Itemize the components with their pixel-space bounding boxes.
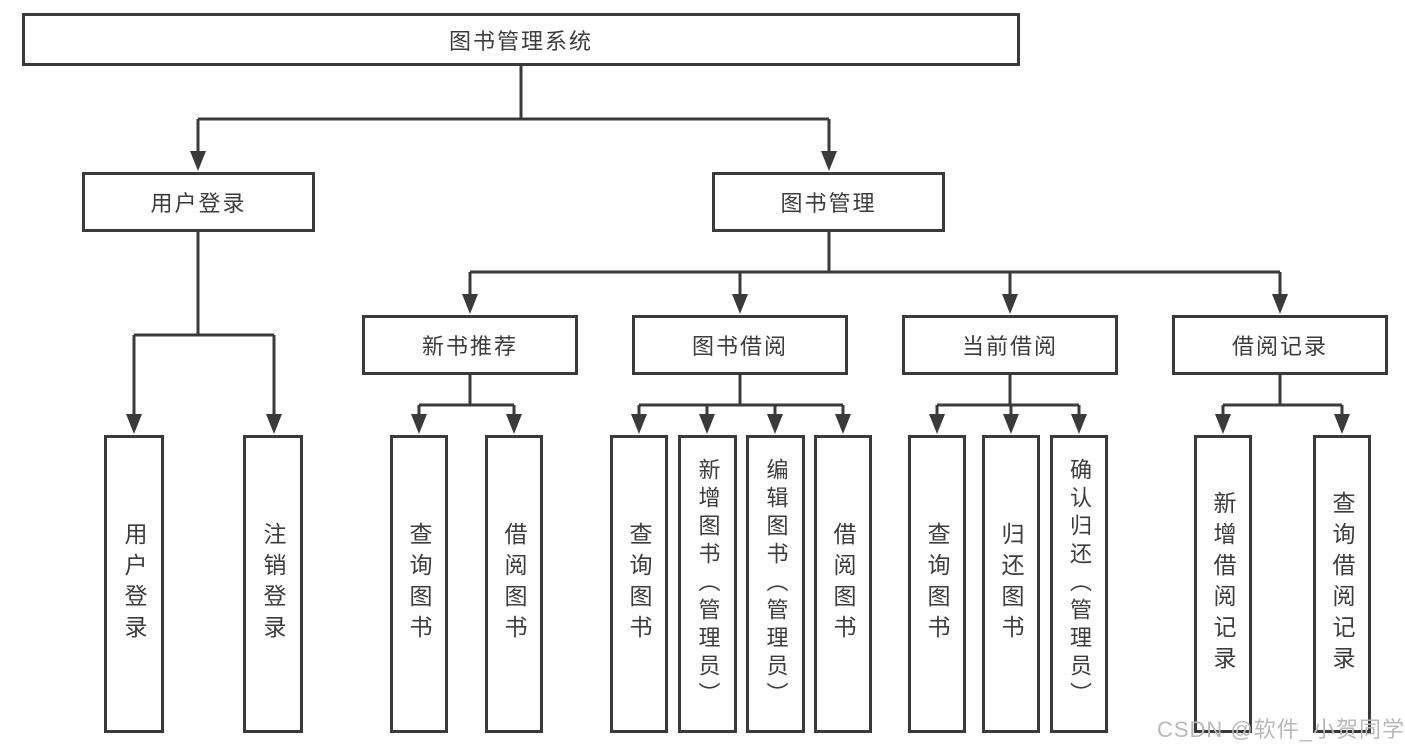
node-root-library-system: 图书管理系统 — [22, 13, 1020, 66]
node-label: 新书推荐 — [421, 334, 518, 359]
node-borrow-records: 借阅记录 — [1172, 315, 1388, 375]
node-label: 图书管理系统 — [448, 28, 593, 54]
node-new-book-recommend: 新书推荐 — [362, 315, 578, 375]
node-label: 用户登录 — [150, 191, 247, 216]
node-label: 确认归还（管理员） — [1067, 458, 1092, 710]
node-label: 当前借阅 — [961, 334, 1058, 359]
node-label: 图书借阅 — [691, 334, 788, 359]
leaf-query-books-current: 查询图书 — [908, 435, 966, 733]
node-label: 借阅图书 — [830, 522, 856, 646]
node-label: 图书管理 — [780, 191, 877, 216]
node-label: 归还图书 — [998, 522, 1024, 646]
node-label: 借阅图书 — [501, 522, 527, 646]
node-label: 新增借阅记录 — [1210, 491, 1236, 677]
leaf-user-login: 用户登录 — [104, 435, 164, 733]
leaf-add-book-admin: 新增图书（管理员） — [678, 435, 737, 733]
node-user-login: 用户登录 — [82, 172, 315, 232]
node-label: 查询借阅记录 — [1329, 491, 1355, 677]
leaf-logout: 注销登录 — [243, 435, 303, 733]
node-label: 编辑图书（管理员） — [763, 458, 789, 710]
leaf-confirm-return-admin: 确认归还（管理员） — [1050, 435, 1108, 733]
node-label: 查询图书 — [406, 522, 432, 646]
node-label: 注销登录 — [260, 522, 286, 646]
leaf-return-books: 归还图书 — [982, 435, 1040, 733]
node-book-borrow: 图书借阅 — [632, 315, 848, 375]
node-label: 用户登录 — [121, 522, 147, 646]
node-label: 新增图书（管理员） — [695, 458, 721, 710]
csdn-watermark: CSDN @软件_小贺同学 — [1156, 717, 1405, 742]
node-label: 查询图书 — [924, 522, 950, 646]
leaf-query-borrow-record: 查询借阅记录 — [1313, 435, 1371, 733]
node-current-borrow: 当前借阅 — [902, 315, 1118, 375]
leaf-borrow-books-recommend: 借阅图书 — [485, 435, 543, 733]
node-label: 查询图书 — [626, 522, 652, 646]
leaf-edit-book-admin: 编辑图书（管理员） — [746, 435, 805, 733]
leaf-query-books-borrow: 查询图书 — [610, 435, 668, 733]
leaf-borrow-books-borrow: 借阅图书 — [814, 435, 872, 733]
leaf-add-borrow-record: 新增借阅记录 — [1194, 435, 1252, 733]
leaf-query-books-recommend: 查询图书 — [390, 435, 448, 733]
node-book-management: 图书管理 — [712, 172, 945, 232]
node-label: 借阅记录 — [1231, 334, 1328, 359]
